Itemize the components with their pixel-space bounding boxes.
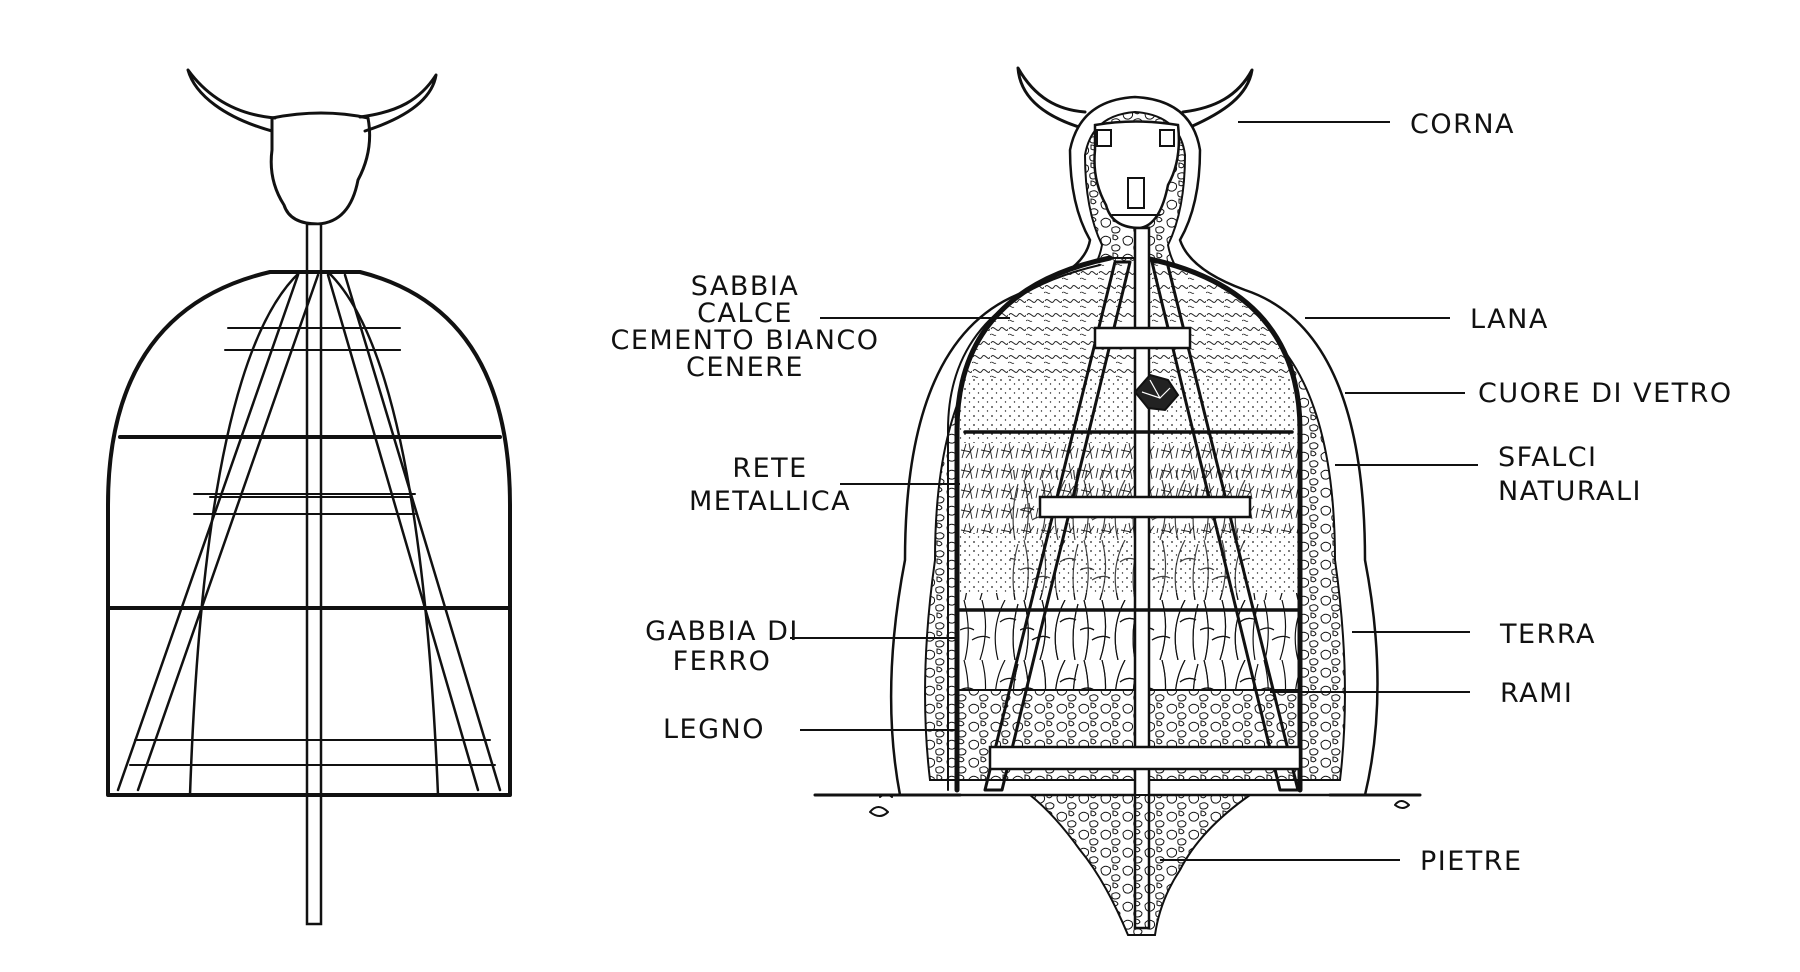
label-lana: LANA: [1470, 304, 1549, 335]
label-sfalci: SFALCI: [1498, 442, 1598, 473]
ground-stones: [1027, 794, 1254, 936]
label-legno: LEGNO: [663, 714, 765, 745]
labels: CORNA LANA CUORE DI VETRO SFALCI NATURAL…: [610, 109, 1733, 877]
label-cenere: CENERE: [686, 352, 804, 383]
label-sabbia: SABBIA: [691, 271, 800, 302]
left-horns: [186, 68, 438, 133]
label-rete: RETE: [732, 453, 807, 484]
leader-lines: [790, 121, 1478, 861]
left-skull: [269, 111, 372, 226]
label-metallica: METALLICA: [689, 486, 851, 517]
right-horns: [1016, 66, 1254, 130]
label-gabbia-di: GABBIA DI: [645, 616, 799, 647]
label-calce: CALCE: [697, 298, 793, 329]
label-pietre: PIETRE: [1420, 846, 1523, 877]
left-dome: [106, 270, 512, 797]
label-naturali: NATURALI: [1498, 476, 1642, 507]
label-cuore-di-vetro: CUORE DI VETRO: [1478, 378, 1733, 409]
structure-drawing: [106, 68, 512, 926]
label-corna: CORNA: [1410, 109, 1515, 140]
label-ferro: FERRO: [673, 646, 772, 677]
inner-skull: [1093, 120, 1181, 230]
label-terra: TERRA: [1499, 619, 1596, 650]
label-cemento-bianco: CEMENTO BIANCO: [610, 325, 879, 356]
label-rami: RAMI: [1500, 678, 1573, 709]
left-pole: [305, 222, 323, 926]
section-drawing: [813, 66, 1422, 936]
